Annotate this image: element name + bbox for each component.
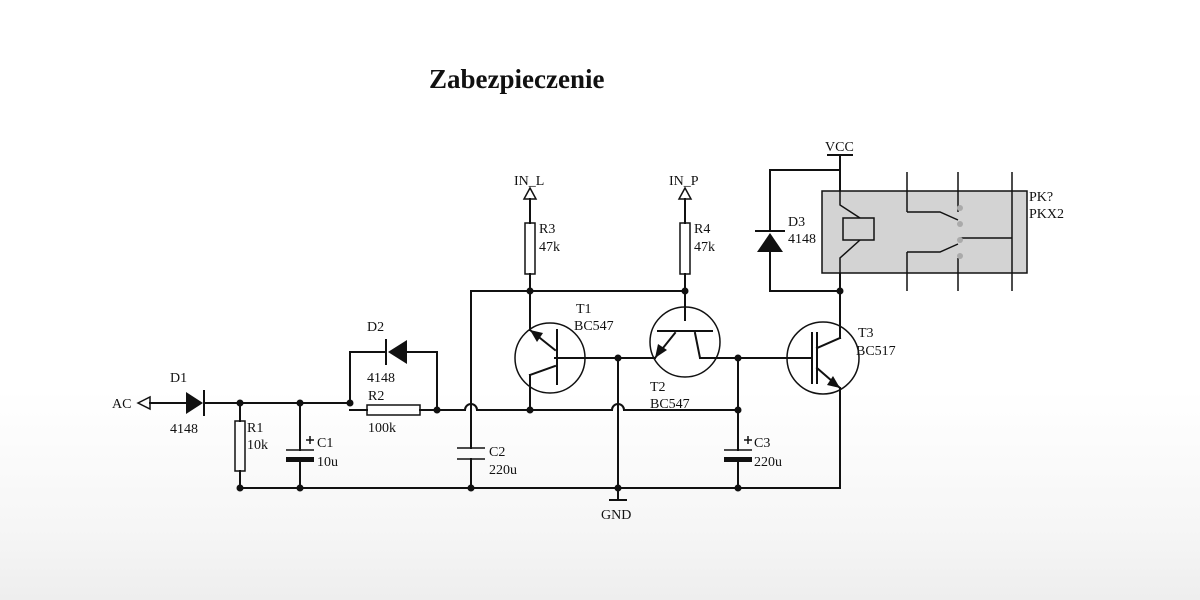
port-ac-label: AC: [112, 397, 131, 412]
svg-text:100k: 100k: [368, 421, 396, 436]
svg-text:47k: 47k: [694, 240, 715, 255]
svg-text:4148: 4148: [170, 422, 198, 437]
svg-text:D2: D2: [367, 320, 384, 335]
port-in-l-label: IN_L: [514, 174, 544, 189]
port-ac: AC: [112, 395, 151, 412]
port-in-l: IN_L: [514, 174, 544, 200]
svg-text:PKX2: PKX2: [1029, 207, 1064, 222]
svg-text:R1: R1: [247, 421, 263, 436]
svg-text:T3: T3: [858, 326, 874, 341]
capacitor-c2: C2 220u: [457, 445, 517, 478]
svg-text:C3: C3: [754, 436, 770, 451]
port-gnd-label: GND: [601, 508, 631, 523]
svg-text:BC517: BC517: [856, 344, 896, 359]
relay-pk: PK? PKX2: [821, 172, 1064, 291]
svg-text:R4: R4: [694, 222, 710, 237]
transistor-t1: T1 BC547: [514, 302, 614, 394]
svg-text:R2: R2: [368, 389, 384, 404]
svg-text:4148: 4148: [367, 371, 395, 386]
transistor-t2: T2 BC547: [649, 306, 721, 412]
resistor-r4: R4 47k: [679, 222, 715, 275]
resistor-r3: R3 47k: [524, 222, 560, 275]
svg-text:T1: T1: [576, 302, 592, 317]
svg-text:C1: C1: [317, 436, 333, 451]
svg-text:10u: 10u: [317, 455, 338, 470]
port-in-p: IN_P: [669, 174, 699, 200]
junction-dots: [236, 287, 844, 492]
capacitor-c1: C1 10u: [286, 436, 338, 470]
svg-text:C2: C2: [489, 445, 505, 460]
port-vcc-label: VCC: [825, 140, 854, 155]
svg-text:220u: 220u: [754, 455, 782, 470]
diode-d1: D1 4148: [170, 371, 205, 437]
svg-text:10k: 10k: [247, 438, 268, 453]
port-in-p-label: IN_P: [669, 174, 699, 189]
svg-text:47k: 47k: [539, 240, 560, 255]
resistor-r2: R2 100k: [366, 389, 421, 436]
svg-text:D3: D3: [788, 215, 805, 230]
svg-text:PK?: PK?: [1029, 190, 1053, 205]
svg-text:220u: 220u: [489, 463, 517, 478]
capacitor-c3: C3 220u: [724, 436, 782, 470]
svg-text:4148: 4148: [788, 232, 816, 247]
diagram-title: Zabezpieczenie: [429, 64, 604, 94]
svg-text:BC547: BC547: [650, 397, 690, 412]
diode-d3: D3 4148: [755, 215, 816, 252]
svg-text:BC547: BC547: [574, 319, 614, 334]
resistor-r1: R1 10k: [234, 420, 268, 472]
diode-d2: D2 4148: [367, 320, 407, 386]
svg-text:R3: R3: [539, 222, 555, 237]
transistor-t3: T3 BC517: [786, 321, 896, 395]
svg-text:D1: D1: [170, 371, 187, 386]
svg-text:T2: T2: [650, 380, 666, 395]
